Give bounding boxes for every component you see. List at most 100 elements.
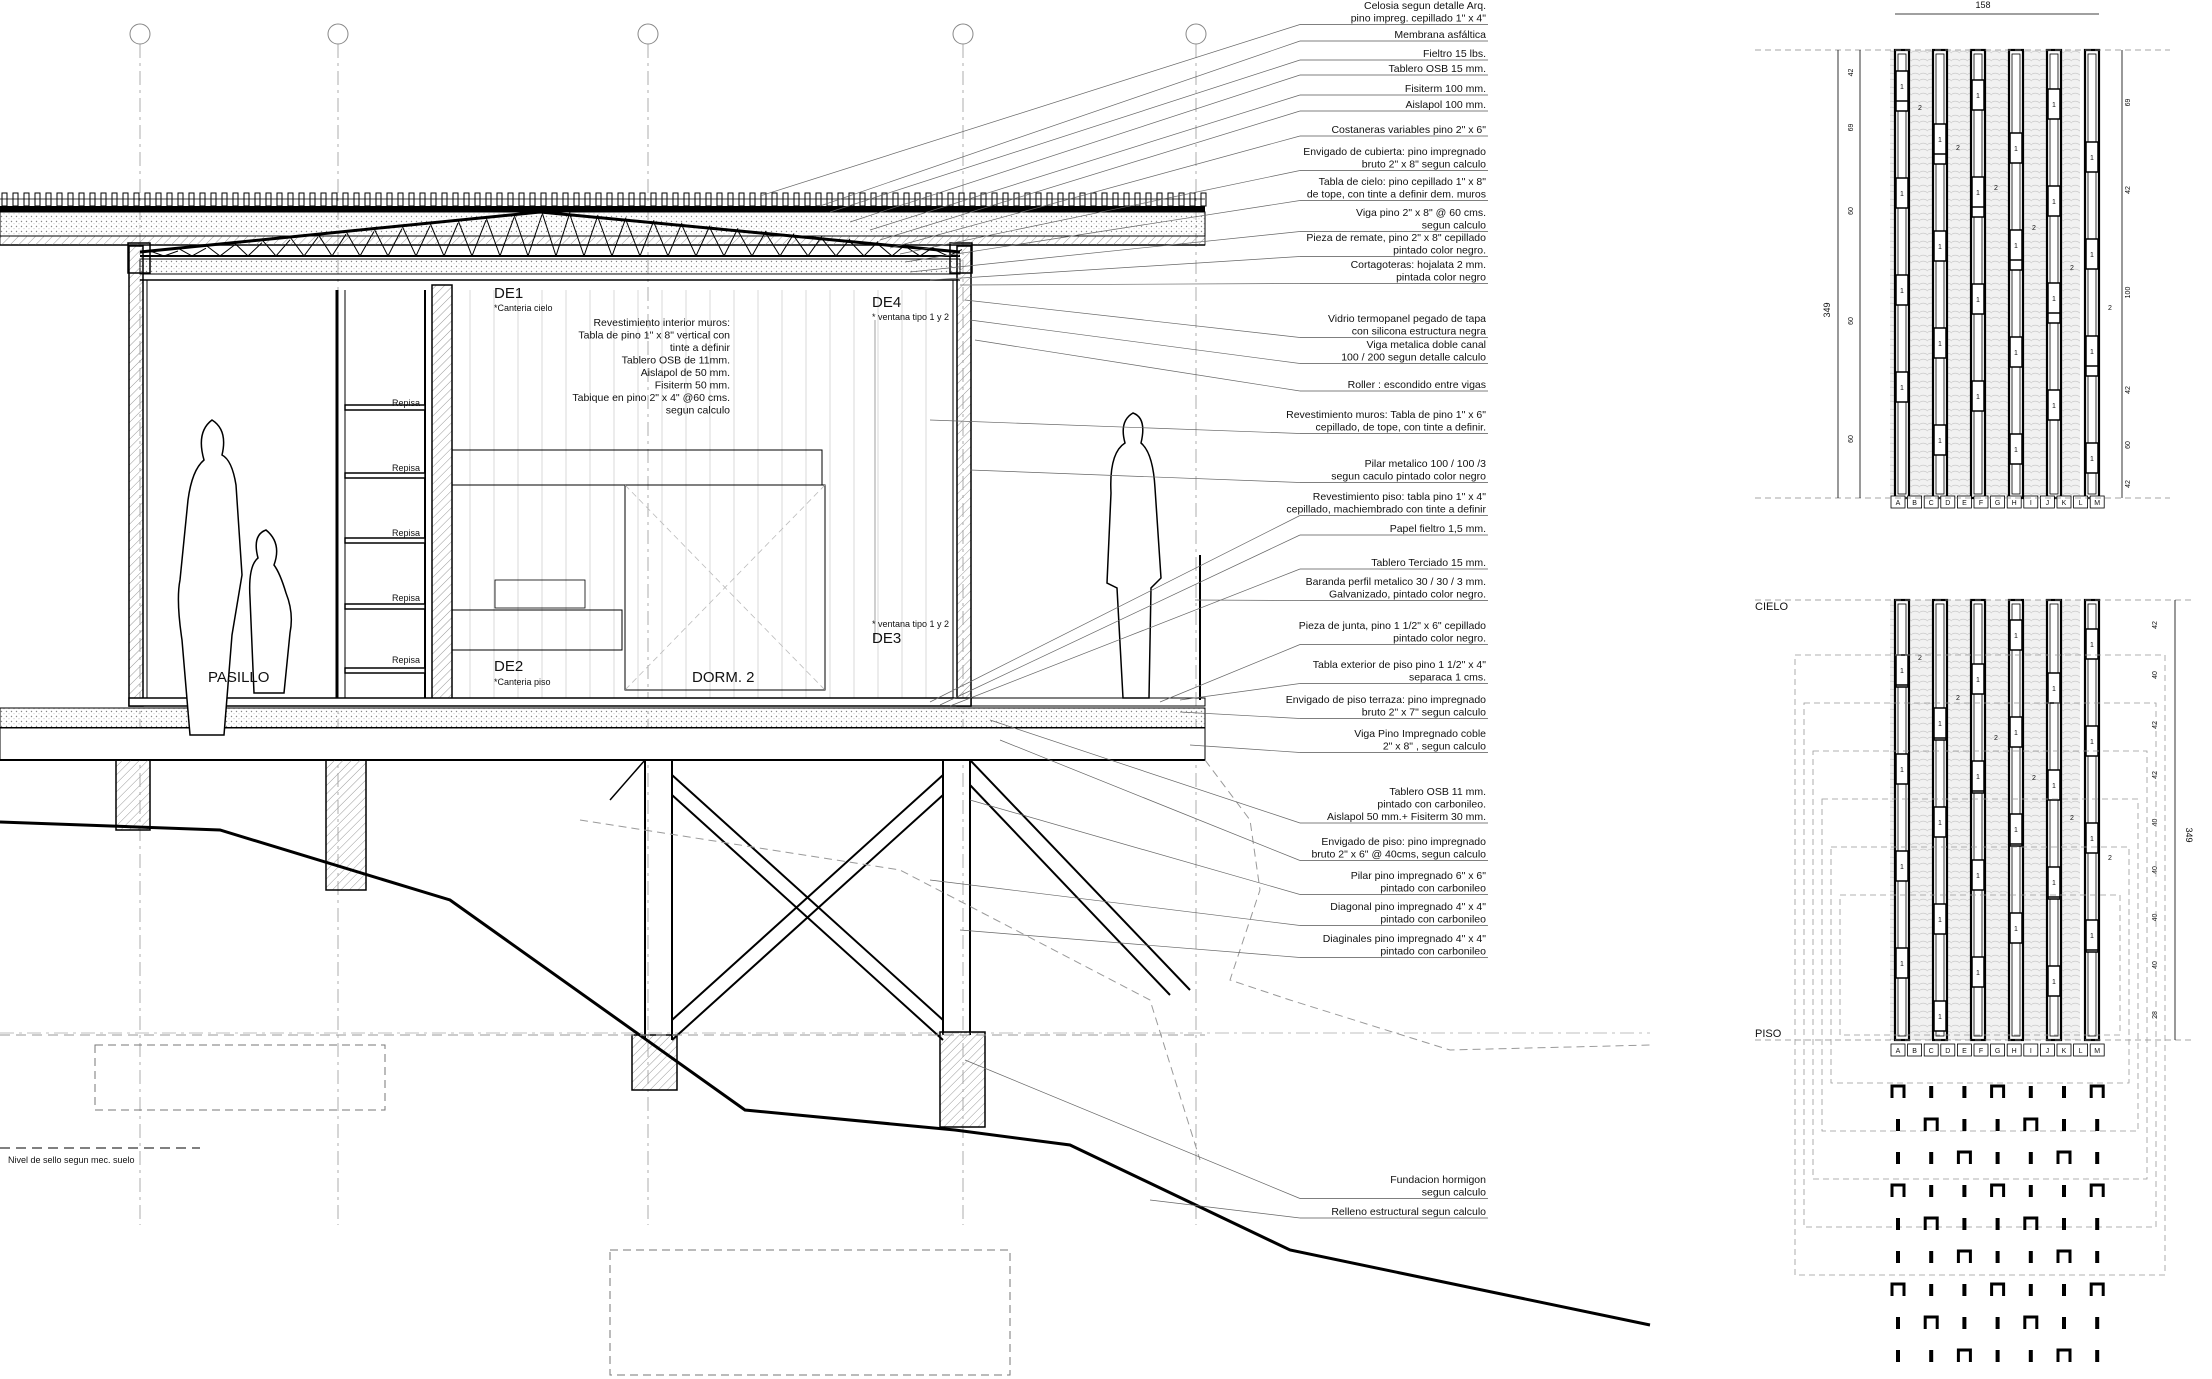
board-mark-alt: 2 — [2070, 265, 2074, 272]
board-mark: 1 — [2014, 926, 2018, 933]
celosia-slats — [0, 192, 1207, 207]
annotation-line: Fundacion hormigon — [1390, 1174, 1486, 1186]
column-letter: K — [2062, 500, 2067, 507]
annotation-line: Tablero OSB 11 mm. — [1389, 786, 1486, 798]
interior-note-line: Revestimiento interior muros: — [593, 317, 730, 329]
annotation-line: de tope, con tinte a definir dem. muros — [1307, 189, 1486, 201]
annotation-line: Pilar pino impregnado 6" x 6" — [1351, 870, 1487, 882]
annotation-line: Envigado de cubierta: pino impregnado — [1303, 146, 1486, 158]
interior-note-line: Tabla de pino 1" x 8" vertical con — [578, 330, 730, 342]
annotation-line: pintado con carbonileo. — [1377, 799, 1486, 811]
dim-value: 69 — [1848, 124, 1855, 132]
shelf-label: Repisa — [392, 463, 420, 473]
interior-section — [127, 242, 973, 707]
column-letter: E — [1962, 500, 1967, 507]
elevation-width-dim: 158 — [1975, 0, 1990, 10]
annotation-line: pintado con carbonileo — [1380, 914, 1486, 926]
annotation-line: Cortagoteras: hojalata 2 mm. — [1351, 259, 1486, 271]
annotation-line: bruto 2" x 7" segun calculo — [1362, 707, 1486, 719]
grid-axis-bubble — [952, 23, 974, 45]
section-labels: DE1 *Canteria cielo DE2 *Canteria piso D… — [8, 285, 949, 1165]
column-letter: M — [2094, 500, 2100, 507]
annotation-line: pintado color negro. — [1393, 633, 1486, 645]
board-mark: 1 — [2090, 933, 2094, 940]
wall-panel-lines — [469, 290, 927, 700]
board-mark-alt: 2 — [1994, 735, 1998, 742]
board-mark: 1 — [1976, 873, 1980, 880]
dim-value: 42 — [2125, 480, 2132, 488]
annotation-line: pintado color negro. — [1393, 245, 1486, 257]
dim-value: 40 — [2152, 819, 2159, 827]
board-mark: 1 — [2014, 447, 2018, 454]
board-mark: 1 — [2052, 102, 2056, 109]
annotation-line: bruto 2" x 8" segun calculo — [1362, 159, 1486, 171]
dim-value: 42 — [2152, 771, 2159, 779]
annotation-line: Envigado de piso terraza: pino impregnad… — [1286, 694, 1486, 706]
column-letter: J — [2046, 500, 2050, 507]
board-mark: 1 — [1900, 668, 1904, 675]
board-mark: 1 — [2090, 739, 2094, 746]
annotation-line: 100 / 200 segun detalle calculo — [1341, 352, 1486, 364]
human-figures — [177, 412, 1162, 736]
board-mark: 1 — [2014, 146, 2018, 153]
column-letter: G — [1995, 500, 2000, 507]
dim-value: 40 — [2152, 671, 2159, 679]
annotation-line: separaca 1 cms. — [1409, 672, 1486, 684]
ground-level-note: Nivel de sello segun mec. suelo — [8, 1155, 135, 1165]
substructure — [94, 759, 1205, 1376]
annotation-line: cepillado, de tope, con tinte a definir. — [1316, 422, 1486, 434]
board-mark: 1 — [1938, 917, 1942, 924]
board-mark-alt: 2 — [1918, 105, 1922, 112]
shelf-label: Repisa — [392, 528, 420, 538]
column-letter: D — [1945, 1048, 1950, 1055]
person-silhouette-right — [1106, 412, 1162, 699]
annotation-line: pintado con carbonileo — [1380, 946, 1486, 958]
column-letter: K — [2062, 1048, 2067, 1055]
annotation-line: pino impreg. cepillado 1" x 4" — [1351, 13, 1487, 25]
child-silhouette — [248, 529, 293, 694]
annotation-line: Fisiterm 100 mm. — [1405, 83, 1486, 95]
detail-ref-de1: DE1 — [494, 285, 523, 302]
column-letter: L — [2079, 1048, 2083, 1055]
board-mark-alt: 2 — [2108, 855, 2112, 862]
de3-note: * ventana tipo 1 y 2 — [872, 619, 949, 629]
column-letter: G — [1995, 1048, 2000, 1055]
floor-assembly — [0, 555, 1206, 761]
dim-value: 60 — [1848, 435, 1855, 443]
annotation-line: Viga metalica doble canal — [1367, 339, 1486, 351]
annotation-line: Tabla exterior de piso pino 1 1/2" x 4" — [1313, 659, 1486, 671]
board-mark-alt: 2 — [2070, 815, 2074, 822]
board-mark: 1 — [1938, 721, 1942, 728]
board-mark: 1 — [1976, 970, 1980, 977]
roof-membrane — [0, 206, 1205, 212]
board-mark-alt: 2 — [2108, 305, 2112, 312]
material-annotations: Celosia segun detalle Arq.pino impreg. c… — [759, 0, 1488, 1219]
column-letter: A — [1896, 500, 1901, 507]
annotation-line: Viga Pino Impregnado coble — [1354, 728, 1486, 740]
annotation-line: segun calculo — [1422, 220, 1486, 232]
board-mark: 1 — [2014, 243, 2018, 250]
annotation-line: con silicona estructura negra — [1352, 326, 1486, 338]
board-mark: 1 — [1976, 190, 1980, 197]
roof-truss-webs — [149, 212, 963, 257]
interior-note-line: Fisiterm 50 mm. — [655, 380, 730, 392]
board-mark-alt: 2 — [2032, 225, 2036, 232]
grid-axis-bubble — [637, 23, 659, 45]
annotation-line: Tablero OSB 15 mm. — [1389, 63, 1486, 75]
board-mark: 1 — [2052, 783, 2056, 790]
board-mark: 1 — [1976, 774, 1980, 781]
shelf-label: Repisa — [392, 593, 420, 603]
board-mark: 1 — [2052, 296, 2056, 303]
dim-value: 42 — [2125, 186, 2132, 194]
annotation-line: segun calculo — [1422, 1187, 1486, 1199]
board-mark: 1 — [2090, 349, 2094, 356]
room-label-pasillo: PASILLO — [208, 669, 269, 686]
roof-assembly — [0, 192, 1207, 281]
board-mark: 1 — [1900, 84, 1904, 91]
board-mark-alt: 2 — [1956, 695, 1960, 702]
board-mark: 1 — [2090, 642, 2094, 649]
board-mark: 1 — [1900, 385, 1904, 392]
board-mark: 1 — [1938, 820, 1942, 827]
board-mark: 1 — [1900, 864, 1904, 871]
